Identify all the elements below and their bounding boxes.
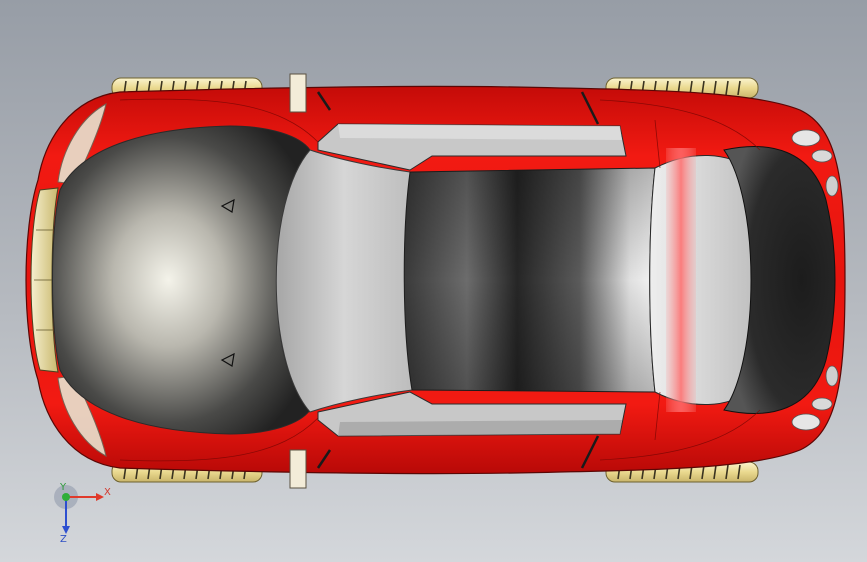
taillights-top[interactable] bbox=[791, 129, 839, 197]
triad-x-label: X bbox=[104, 487, 111, 498]
car-model[interactable] bbox=[25, 73, 846, 489]
side-mirror-left[interactable] bbox=[289, 73, 307, 113]
triad-z-arrow bbox=[62, 526, 70, 534]
hood-mark-bottom bbox=[220, 352, 235, 367]
side-window-top-shade bbox=[338, 124, 622, 140]
hood[interactable] bbox=[52, 125, 311, 435]
hood-mark-top bbox=[220, 198, 235, 213]
door-seams bbox=[316, 91, 600, 469]
triad-x-arrow bbox=[96, 493, 104, 501]
windshield[interactable] bbox=[275, 149, 413, 413]
rear-deck[interactable] bbox=[723, 146, 836, 414]
roof-shading bbox=[404, 168, 655, 392]
triad-z-label: Z bbox=[60, 534, 67, 545]
body-contour-lines bbox=[119, 98, 761, 462]
side-mirror-right[interactable] bbox=[289, 449, 307, 489]
brake-light-strip bbox=[666, 148, 696, 412]
taillights-bottom[interactable] bbox=[791, 365, 839, 431]
side-window-bottom-shade bbox=[338, 420, 622, 436]
triad-y-label: Y bbox=[59, 482, 67, 493]
triad-y-axis bbox=[62, 493, 70, 501]
front-grille-lines bbox=[34, 229, 55, 331]
reference-triad[interactable]: X Z Y bbox=[54, 482, 111, 545]
